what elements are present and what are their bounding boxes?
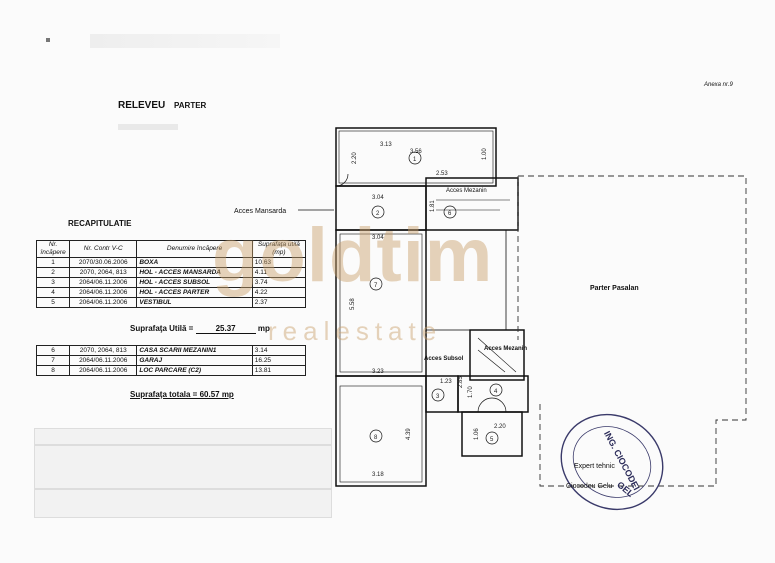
dim: 3.04 xyxy=(372,235,384,241)
room-5-outline xyxy=(461,411,523,457)
label-acces-mansarda: Acces Mansarda xyxy=(234,208,286,215)
recap-table: Nr. încăpere Nr. Contr V-C Denumire încă… xyxy=(35,240,307,308)
util-unit: mp xyxy=(257,324,270,333)
document-title: RELEVEU PARTER xyxy=(118,100,206,111)
table-header-row: Nr. încăpere Nr. Contr V-C Denumire încă… xyxy=(35,240,307,258)
room-number: 7 xyxy=(374,283,378,289)
cell-sup: 2.37 xyxy=(251,297,307,308)
dim: 1.81 xyxy=(430,200,436,212)
faded-table xyxy=(34,428,332,518)
dim: 1.06 xyxy=(474,428,480,440)
label-acces-subsol: Acces Subsol xyxy=(424,356,464,362)
cell-contr: 2064/06.11.2006 xyxy=(69,297,138,308)
cell-contr: 2064/06.11.2006 xyxy=(69,365,138,376)
util-value: 25.37 xyxy=(195,324,256,334)
expert-stamp: ING. CIOCODEI GEL xyxy=(560,413,664,511)
dim: 1.00 xyxy=(482,148,488,160)
expert-label: Expert tehnic xyxy=(574,463,615,470)
faded-subtitle xyxy=(118,124,178,130)
watermark-tagline: realestate xyxy=(268,316,443,346)
room-number: 1 xyxy=(413,157,417,163)
room-number: 3 xyxy=(436,394,440,400)
total-summary: Suprafaţa totala = 60.57 mp xyxy=(130,390,234,399)
stair-line xyxy=(477,349,506,373)
stair-line xyxy=(477,337,517,373)
door-arc xyxy=(477,397,493,413)
dim: 5.58 xyxy=(350,298,356,310)
room-5-stair xyxy=(469,329,525,381)
room-number: 8 xyxy=(374,435,378,441)
room-number: 2 xyxy=(376,211,380,217)
dim: 2.53 xyxy=(436,171,448,177)
util-label: Suprafaţa Utilă = xyxy=(130,324,194,333)
dim: 4.39 xyxy=(406,428,412,440)
label-parter-pasalan: Parter Pasalan xyxy=(590,285,639,292)
central-block xyxy=(425,229,507,331)
title-parter: PARTER xyxy=(174,101,207,110)
dim: 1.23 xyxy=(440,379,452,385)
room-number: 6 xyxy=(448,211,452,217)
faded-table-line xyxy=(34,488,332,490)
room-1-inner xyxy=(338,130,494,184)
table-row: 4 2064/06.11.2006 HOL - ACCES PARTER 4.2… xyxy=(35,287,307,298)
dim: 2.20 xyxy=(352,152,358,164)
annex-label: Anexa nr.9 xyxy=(704,82,733,88)
room-number: 5 xyxy=(490,437,494,443)
recap-title: RECAPITULATIE xyxy=(68,219,132,228)
dim: 2.85 xyxy=(458,376,464,388)
dim: 2.20 xyxy=(494,424,506,430)
label-acces-mezanin-top: Acces Mezanin xyxy=(446,188,487,194)
parter-pasalan-outline xyxy=(518,175,747,487)
cell-sup: 13.81 xyxy=(251,365,307,376)
util-summary: Suprafaţa Utilă = 25.37 mp xyxy=(130,324,270,334)
scan-artifact-top xyxy=(90,34,280,48)
table-row: 8 2064/06.11.2006 LOC PARCARE (C2) 13.81 xyxy=(35,365,307,376)
faded-table-line xyxy=(34,444,332,446)
title-releveu: RELEVEU xyxy=(118,100,166,111)
label-acces-mezanin: Acces Mezanin xyxy=(484,346,527,352)
dim: 3.04 xyxy=(372,195,384,201)
scan-dot xyxy=(46,38,50,42)
door-arc xyxy=(335,173,349,187)
dim: 3.23 xyxy=(372,369,384,375)
expert-name: Ciocodeu Gelu xyxy=(566,483,612,490)
room-7-inner xyxy=(339,233,423,373)
watermark-brand: goldtim xyxy=(212,213,494,298)
table-row: 5 2064/06.11.2006 VESTIBUL 2.37 xyxy=(35,297,307,308)
recap-table-extra: 6 2070, 2064, 813 CASA SCARII MEZANIN1 3… xyxy=(35,345,307,376)
room-8-inner xyxy=(339,385,423,483)
dim: 3.13 xyxy=(380,142,392,148)
door-arc xyxy=(491,397,507,413)
room-8-outline xyxy=(335,375,427,487)
dim: 3.18 xyxy=(372,472,384,478)
room-number: 4 xyxy=(494,389,498,395)
dim: 1.70 xyxy=(468,386,474,398)
